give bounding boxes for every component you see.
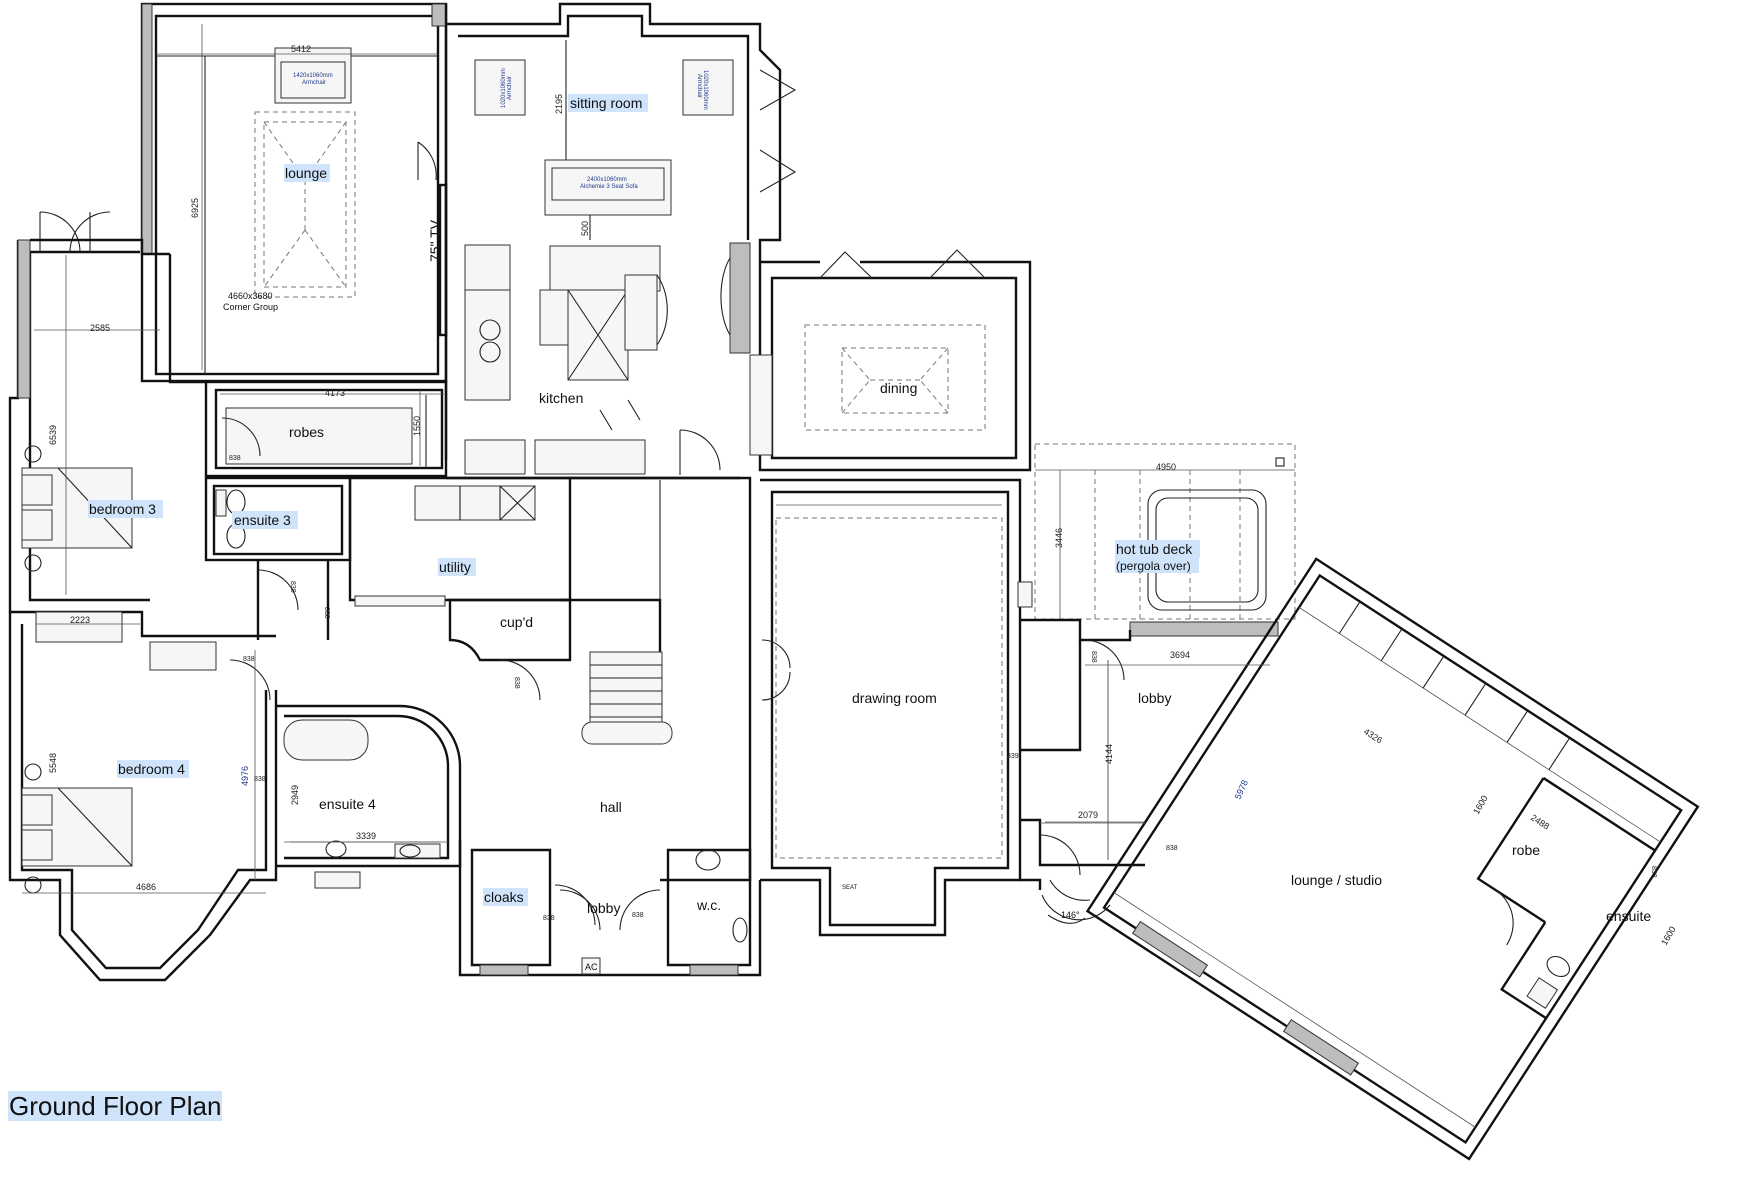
dim-3339: 3339 — [356, 831, 376, 841]
dim-838-cloaks: 838 — [543, 915, 555, 922]
sitting-armchair-label-right: Armchair — [696, 74, 702, 98]
dim-500: 500 — [580, 221, 590, 236]
dim-838-hall: 838 — [323, 607, 330, 619]
armchair-label: Armchair — [302, 80, 326, 86]
corner-group-size-label: 4660x3680 — [228, 291, 273, 301]
dim-838-ensuite3: 838 — [289, 581, 296, 593]
dim-838-robes: 838 — [229, 455, 241, 462]
cupd-stairs — [448, 480, 673, 745]
kitchen-walls — [446, 244, 740, 480]
dim-838-bedroom4: 838 — [243, 656, 255, 663]
dim-2949: 2949 — [290, 785, 300, 805]
room-label-utility: utility — [439, 559, 471, 575]
room-label-robe: robe — [1512, 842, 1540, 858]
room-label-sitting-room: sitting room — [570, 95, 642, 111]
room-label-ensuite4: ensuite 4 — [319, 796, 376, 812]
dim-4950: 4950 — [1156, 462, 1176, 472]
dim-2195: 2195 — [554, 94, 564, 114]
robes-walls — [204, 380, 448, 478]
dim-3446: 3446 — [1054, 528, 1064, 548]
dim-838-cupd: 838 — [513, 677, 520, 689]
dim-5412: 5412 — [291, 44, 311, 54]
dim-1600b: 1600 — [1659, 925, 1678, 947]
dim-5978: 5978 — [1233, 778, 1250, 800]
drawing-room-walls — [760, 478, 1033, 937]
dim-1550: 1550 — [412, 416, 422, 436]
bedroom4-walls — [8, 611, 278, 982]
east-lobby-walls — [1020, 618, 1145, 921]
room-label-dining: dining — [880, 380, 917, 396]
dim-4326: 4326 — [1362, 726, 1384, 745]
room-label-cloaks: cloaks — [484, 889, 524, 905]
room-label-east-lobby: lobby — [1138, 690, 1171, 706]
bedroom3-walls — [8, 211, 276, 638]
tv-label: 75" TV — [427, 219, 443, 262]
ensuite3-utility-walls — [204, 476, 572, 640]
dim-2223: 2223 — [70, 615, 90, 625]
sofa-label: Alchemie 3 Seat Sofa — [580, 184, 638, 190]
room-label-lounge-studio: lounge / studio — [1291, 872, 1382, 888]
ensuite4-walls — [276, 704, 462, 889]
dim-1600: 1600 — [1471, 794, 1490, 816]
room-label-entry-lobby: lobby — [587, 900, 620, 916]
room-label-cupd: cup'd — [500, 614, 533, 630]
sitting-armchair-size-label-left: 1020x1060mm — [501, 68, 507, 108]
dim-2079: 2079 — [1078, 810, 1098, 820]
room-label-ensuite3: ensuite 3 — [234, 512, 291, 528]
sofa-size-label: 2400x1060mm — [587, 177, 627, 183]
studio-walls — [1085, 557, 1700, 1161]
sitting-armchair-size-label-right: 1020x1060mm — [702, 70, 708, 110]
dim-838-ensuite: 838 — [1650, 866, 1657, 878]
dim-6539: 6539 — [48, 425, 58, 445]
dim-838-east-lobby: 838 — [1090, 651, 1097, 663]
angle-label: 146° — [1061, 910, 1080, 920]
sitting-room-walls — [444, 2, 797, 460]
room-label-hot-tub-deck: hot tub deck — [1116, 541, 1193, 557]
lounge-furniture — [254, 47, 356, 298]
hall-entry-walls — [458, 476, 762, 977]
dim-4173: 4173 — [325, 388, 345, 398]
room-label-kitchen: kitchen — [539, 390, 583, 406]
sitting-armchair-label-left: Armchair — [507, 76, 513, 100]
dim-838-ensuite4: 838 — [254, 776, 266, 783]
room-label-hall: hall — [600, 799, 622, 815]
dim-3694: 3694 — [1170, 650, 1190, 660]
room-label-ensuite: ensuite — [1606, 908, 1651, 924]
dim-2585: 2585 — [90, 323, 110, 333]
room-label-pergola-over: (pergola over) — [1116, 559, 1191, 573]
seat-label: SEAT — [842, 885, 858, 891]
room-label-robes: robes — [289, 424, 324, 440]
room-label-bedroom3: bedroom 3 — [89, 501, 156, 517]
room-label-bedroom4: bedroom 4 — [118, 761, 185, 777]
room-label-lounge: lounge — [285, 165, 327, 181]
room-label-drawing-room: drawing room — [852, 690, 937, 706]
dim-4144: 4144 — [1104, 744, 1114, 764]
armchair-size-label: 1420x1060mm — [293, 73, 333, 79]
corner-group-label: Corner Group — [223, 302, 278, 312]
dim-839: 839 — [1007, 753, 1019, 760]
dining-walls — [720, 242, 1032, 472]
dim-838-studio: 838 — [1166, 845, 1178, 852]
room-label-wc: w.c. — [696, 897, 721, 913]
ac-label: AC — [585, 962, 598, 972]
dim-4976: 4976 — [240, 766, 250, 786]
dim-6925: 6925 — [190, 198, 200, 218]
dim-2488: 2488 — [1529, 812, 1551, 831]
dim-4686: 4686 — [136, 882, 156, 892]
plan-title: Ground Floor Plan — [8, 1091, 223, 1121]
dim-838-wc: 838 — [632, 912, 644, 919]
dim-5548: 5548 — [48, 753, 58, 773]
